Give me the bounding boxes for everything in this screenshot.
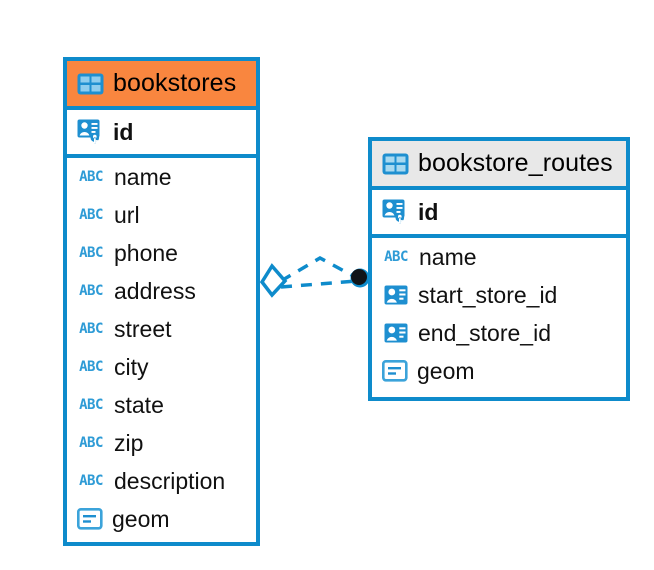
abc-text-icon: ABC xyxy=(79,473,103,489)
attribute-label-phone: phone xyxy=(114,239,178,266)
abc-text-icon: ABC xyxy=(384,249,408,265)
attribute-row-name[interactable]: ABC name xyxy=(372,238,626,276)
relationship-target-circle-icon[interactable] xyxy=(350,268,370,288)
primary-key-section-bookstores: id xyxy=(67,110,256,158)
attribute-label-state: state xyxy=(114,391,164,418)
foreign-key-icon xyxy=(382,284,409,307)
attribute-row-city[interactable]: ABC city xyxy=(67,348,256,386)
attribute-label-end-store-id: end_store_id xyxy=(418,319,551,346)
attribute-label-start-store-id: start_store_id xyxy=(418,281,558,308)
attribute-row-start-store-id[interactable]: start_store_id xyxy=(372,276,626,314)
table-icon xyxy=(382,153,409,175)
attribute-label-geom: geom xyxy=(112,505,170,532)
attribute-row-geom[interactable]: geom xyxy=(67,500,256,538)
entity-header-bookstore-routes[interactable]: bookstore_routes xyxy=(372,141,626,190)
primary-key-icon xyxy=(77,119,104,145)
attribute-label-street: street xyxy=(114,315,172,342)
abc-text-icon: ABC xyxy=(79,397,103,413)
relationship-line-end-store-id[interactable] xyxy=(280,279,358,289)
attribute-row-name[interactable]: ABC name xyxy=(67,158,256,196)
geometry-icon xyxy=(382,360,408,382)
attribute-label-description: description xyxy=(114,467,226,494)
attribute-label-name: name xyxy=(114,163,172,190)
attribute-row-phone[interactable]: ABC phone xyxy=(67,234,256,272)
entity-title-bookstore-routes: bookstore_routes xyxy=(418,149,613,177)
entity-table-bookstore-routes[interactable]: bookstore_routes xyxy=(368,137,630,401)
foreign-key-icon xyxy=(382,322,409,345)
abc-text-icon: ABC xyxy=(79,245,103,261)
attribute-row-zip[interactable]: ABC zip xyxy=(67,424,256,462)
attribute-label-id: id xyxy=(418,198,439,225)
abc-text-icon: ABC xyxy=(79,207,103,223)
primary-key-icon xyxy=(382,199,409,225)
relationship-line-start-store-id[interactable] xyxy=(280,255,358,283)
attribute-label-name: name xyxy=(419,243,477,270)
entity-header-bookstores[interactable]: bookstores xyxy=(67,61,256,110)
attribute-row-state[interactable]: ABC state xyxy=(67,386,256,424)
abc-text-icon: ABC xyxy=(79,169,103,185)
geometry-icon xyxy=(77,508,103,530)
attribute-label-address: address xyxy=(114,277,196,304)
attribute-row-id[interactable]: id xyxy=(67,110,256,154)
attribute-row-end-store-id[interactable]: end_store_id xyxy=(372,314,626,352)
abc-text-icon: ABC xyxy=(79,321,103,337)
attribute-row-geom[interactable]: geom xyxy=(372,352,626,390)
attribute-list-bookstores: ABC name ABC url ABC phone ABC xyxy=(67,158,256,538)
relationship-source-diamond-icon[interactable] xyxy=(259,263,288,298)
entity-title-bookstores: bookstores xyxy=(113,69,237,97)
abc-text-icon: ABC xyxy=(79,359,103,375)
table-icon xyxy=(77,73,104,95)
attribute-row-url[interactable]: ABC url xyxy=(67,196,256,234)
attribute-row-description[interactable]: ABC description xyxy=(67,462,256,500)
attribute-label-zip: zip xyxy=(114,429,144,456)
abc-text-icon: ABC xyxy=(79,283,103,299)
attribute-list-bookstore-routes: ABC name start_store_id xyxy=(372,238,626,390)
attribute-label-id: id xyxy=(113,118,134,145)
attribute-label-geom: geom xyxy=(417,357,475,384)
attribute-row-id[interactable]: id xyxy=(372,190,626,234)
primary-key-section-bookstore-routes: id xyxy=(372,190,626,238)
entity-table-bookstores[interactable]: bookstores xyxy=(63,57,260,546)
attribute-label-city: city xyxy=(114,353,149,380)
abc-text-icon: ABC xyxy=(79,435,103,451)
attribute-label-url: url xyxy=(114,201,140,228)
attribute-row-street[interactable]: ABC street xyxy=(67,310,256,348)
attribute-row-address[interactable]: ABC address xyxy=(67,272,256,310)
